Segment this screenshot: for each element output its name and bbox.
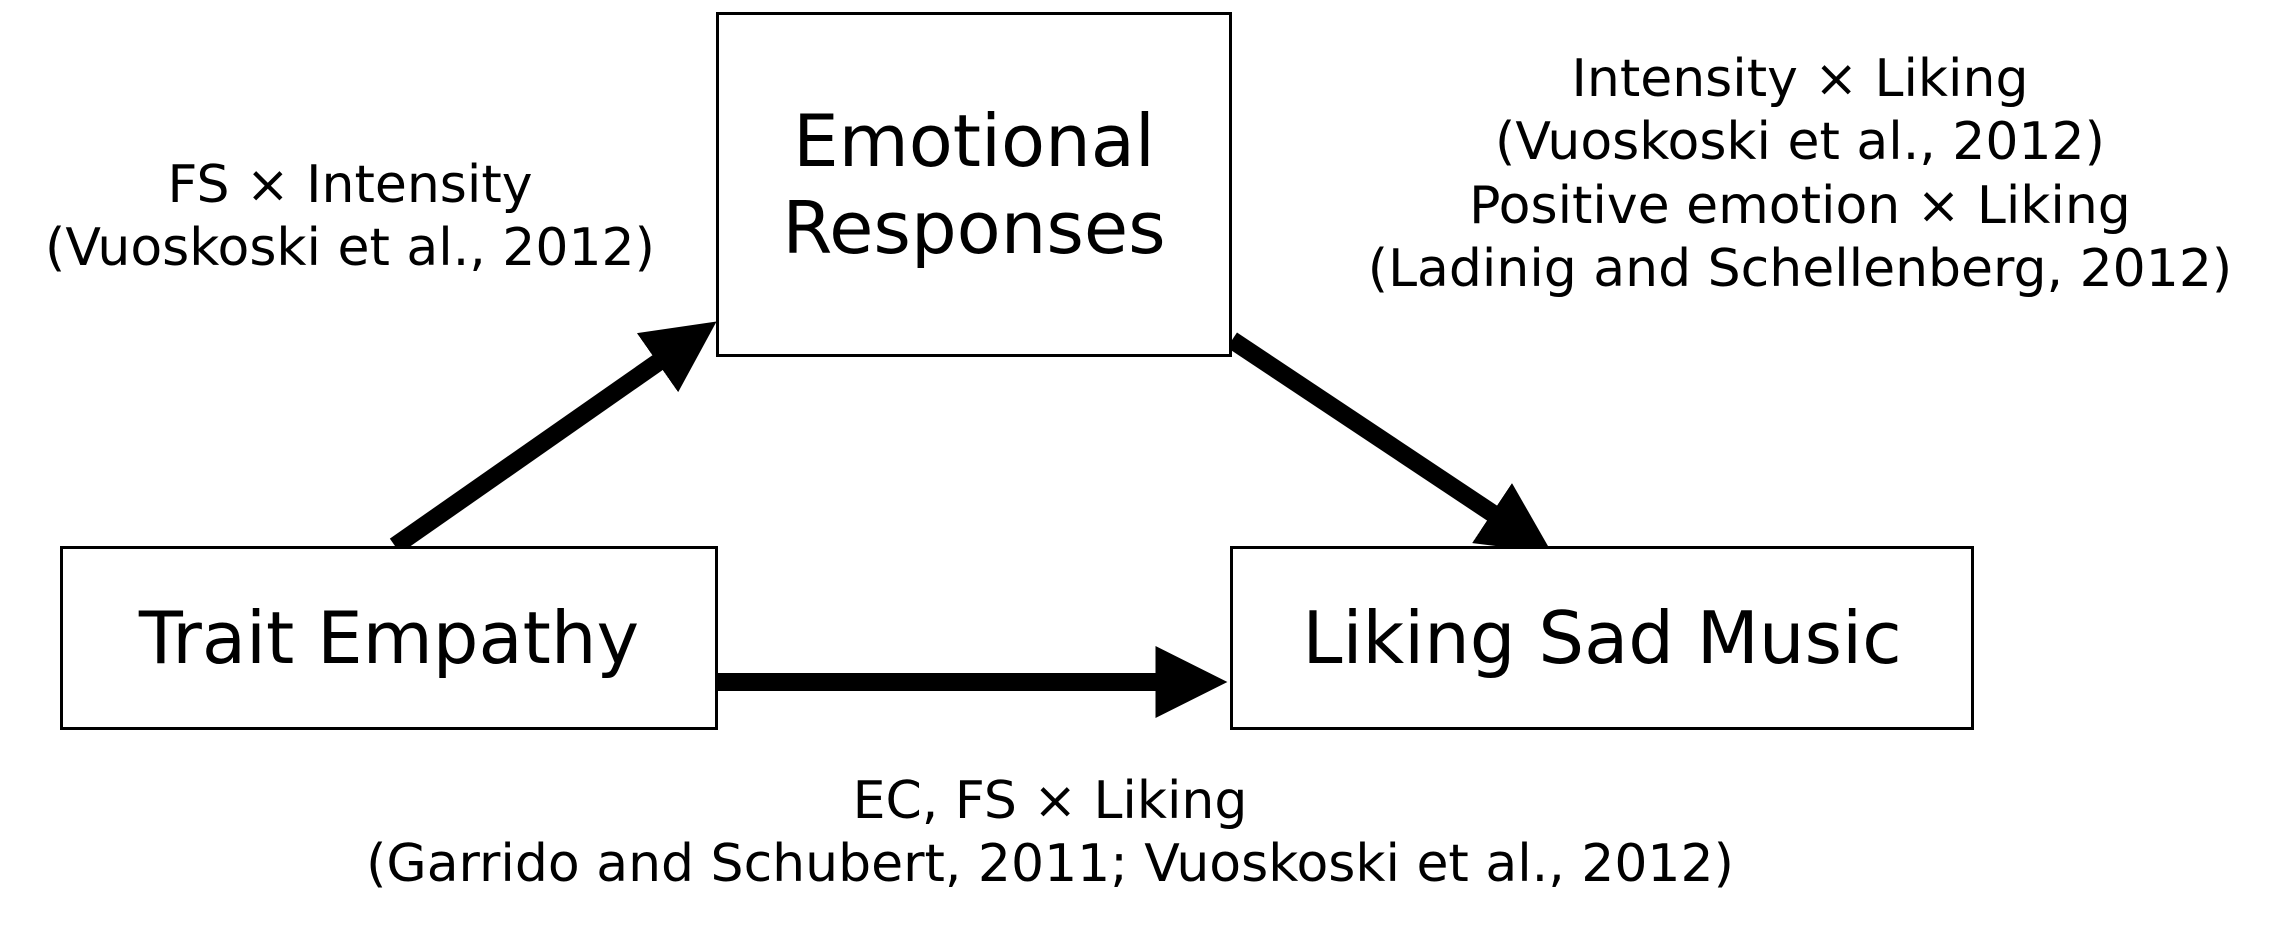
edge-label-line: (Garrido and Schubert, 2011; Vuoskoski e… [366,834,1734,895]
edge-label-line: (Vuoskoski et al., 2012) [45,218,655,279]
edge-label-line: Positive emotion × Liking [1469,175,2131,236]
edge-label-line: FS × Intensity [167,155,533,215]
node-emotional-responses: Emotional Responses [716,12,1232,357]
node-liking-sad-music: Liking Sad Music [1230,546,1974,730]
node-trait-empathy: Trait Empathy [60,546,718,730]
edge-label-emotional-to-liking: Intensity × Liking (Vuoskoski et al., 20… [1330,48,2270,302]
arrow-trait-to-emotional [389,321,717,554]
edge-label-line: (Vuoskoski et al., 2012) [1495,112,2105,173]
edge-label-trait-to-emotional: FS × Intensity (Vuoskoski et al., 2012) [0,154,700,281]
node-emotional-responses-label: Emotional Responses [782,99,1166,270]
edge-label-line: (Ladinig and Schellenberg, 2012) [1367,239,2233,300]
edge-label-line: EC, FS × Liking [852,771,1248,831]
edge-label-trait-to-liking: EC, FS × Liking (Garrido and Schubert, 2… [200,770,1900,897]
edge-label-line: Intensity × Liking [1571,49,2029,109]
arrow-emotional-to-liking [1227,332,1552,553]
node-liking-sad-music-label: Liking Sad Music [1302,595,1902,680]
node-trait-empathy-label: Trait Empathy [138,595,640,680]
